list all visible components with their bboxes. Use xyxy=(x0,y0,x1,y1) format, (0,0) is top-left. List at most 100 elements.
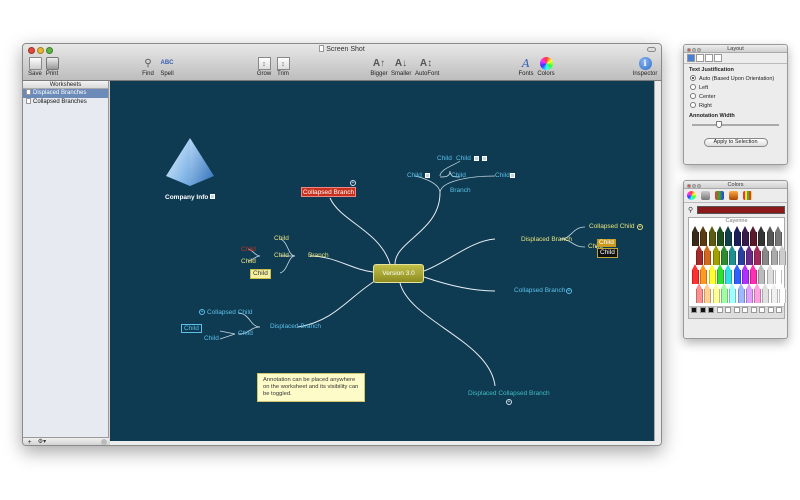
selected-color-swatch[interactable] xyxy=(697,206,785,214)
magnifier-icon[interactable]: ⚲ xyxy=(688,207,694,214)
crayon-swatch[interactable] xyxy=(696,283,703,303)
apply-to-selection-button[interactable]: Apply to Selection xyxy=(703,138,768,147)
crayon-swatch[interactable] xyxy=(700,226,708,246)
crayon-swatch[interactable] xyxy=(729,245,737,265)
close-button[interactable] xyxy=(687,48,691,52)
child-node-orange[interactable]: Child xyxy=(597,239,616,247)
child-node-black[interactable]: Child xyxy=(597,248,618,258)
custom-color-slot[interactable] xyxy=(776,307,782,313)
zoom-button[interactable] xyxy=(697,184,701,188)
crayon-swatch[interactable] xyxy=(762,283,770,303)
custom-color-slot[interactable] xyxy=(725,307,731,313)
fonts-button[interactable]: A Fonts xyxy=(518,57,534,80)
crayon-swatch[interactable] xyxy=(750,226,758,246)
expand-icon[interactable]: + xyxy=(566,288,572,294)
trim-button[interactable]: ↕ Trim xyxy=(275,57,291,80)
branch-node[interactable]: Branch xyxy=(308,252,329,259)
crayon-swatch[interactable] xyxy=(716,264,724,284)
image-palettes-tab-icon[interactable] xyxy=(728,191,738,200)
collapsed-branch-node-right[interactable]: Collapsed Branch xyxy=(514,287,566,294)
close-button[interactable] xyxy=(687,184,691,188)
print-button[interactable]: Print xyxy=(44,57,60,80)
displaced-branch-node[interactable]: Displaced Branch xyxy=(270,323,321,330)
radio-left[interactable]: Left xyxy=(684,83,787,92)
colors-button[interactable]: Colors xyxy=(537,57,555,80)
custom-color-slot[interactable] xyxy=(733,307,740,313)
autofont-button[interactable]: A↕ AutoFont xyxy=(415,57,439,80)
tab-page[interactable] xyxy=(714,54,722,62)
custom-color-slot[interactable] xyxy=(699,307,706,313)
custom-color-slot[interactable] xyxy=(750,307,757,313)
crayon-swatch[interactable] xyxy=(725,264,733,284)
radio-button[interactable] xyxy=(690,84,696,90)
add-worksheet-button[interactable]: + xyxy=(27,439,32,446)
child-node-highlighted[interactable]: Child xyxy=(250,269,271,279)
radio-auto[interactable]: Auto (Based Upon Orientation) xyxy=(684,74,787,83)
child-node[interactable]: Child xyxy=(274,252,289,259)
crayon-swatch[interactable] xyxy=(770,283,778,303)
expand-icon[interactable]: + xyxy=(199,309,205,315)
crayon-swatch[interactable] xyxy=(745,283,753,303)
child-node[interactable]: Child xyxy=(241,246,256,253)
inspector-button[interactable]: i Inspector xyxy=(632,57,658,80)
child-node[interactable]: Child xyxy=(451,172,466,179)
crayon-swatch[interactable] xyxy=(750,264,758,284)
crayon-swatch[interactable] xyxy=(775,226,782,246)
color-wheel-tab-icon[interactable] xyxy=(687,191,696,200)
crayon-swatch[interactable] xyxy=(779,283,786,303)
spell-button[interactable]: ABC Spell xyxy=(159,57,175,80)
tab-document[interactable] xyxy=(705,54,713,62)
crayon-swatch[interactable] xyxy=(766,226,774,246)
displaced-branch-node[interactable]: Displaced Branch xyxy=(521,236,572,243)
custom-color-slot[interactable] xyxy=(742,307,748,313)
zoom-button[interactable] xyxy=(46,47,53,54)
mindmap-canvas[interactable]: Company Info + Collapsed Branch Child Ch… xyxy=(110,81,656,442)
crayon-swatch[interactable] xyxy=(720,283,728,303)
minimize-button[interactable] xyxy=(37,47,44,54)
radio-button[interactable] xyxy=(690,93,696,99)
crayon-swatch[interactable] xyxy=(733,264,741,284)
radio-center[interactable]: Center xyxy=(684,92,787,101)
radio-button[interactable] xyxy=(690,102,696,108)
child-node[interactable]: Child xyxy=(241,258,256,265)
custom-color-slot[interactable] xyxy=(759,307,765,313)
crayon-swatch[interactable] xyxy=(692,264,699,284)
custom-color-slot[interactable] xyxy=(708,307,714,313)
crayon-swatch[interactable] xyxy=(766,264,774,284)
crayon-swatch[interactable] xyxy=(737,245,745,265)
expand-icon[interactable]: + xyxy=(637,224,643,230)
child-node[interactable]: Child xyxy=(437,155,452,162)
crayon-swatch[interactable] xyxy=(708,264,716,284)
child-node[interactable]: Child xyxy=(456,155,471,162)
crayon-swatch[interactable] xyxy=(737,283,745,303)
find-button[interactable]: ⚲ Find xyxy=(140,57,156,80)
custom-color-slot[interactable] xyxy=(767,307,774,313)
child-node[interactable]: Child xyxy=(238,330,253,337)
smaller-button[interactable]: A↓ Smaller xyxy=(391,57,411,80)
branch-node[interactable]: Branch xyxy=(450,187,471,194)
save-button[interactable]: Save xyxy=(27,57,43,80)
radio-right[interactable]: Right xyxy=(684,101,787,110)
central-topic[interactable]: Version 3.0 xyxy=(373,264,424,283)
resize-grip-icon[interactable] xyxy=(101,439,107,445)
crayon-swatch[interactable] xyxy=(708,226,716,246)
sidebar-item-collapsed-branches[interactable]: Collapsed Branches xyxy=(23,98,108,107)
crayon-swatch[interactable] xyxy=(729,283,737,303)
crayon-swatch[interactable] xyxy=(692,226,699,246)
collapsed-child-node[interactable]: Collapsed Child xyxy=(207,309,253,316)
annotation-note[interactable]: Annotation can be placed anywhere on the… xyxy=(257,373,365,402)
vertical-scrollbar[interactable] xyxy=(654,81,661,442)
palettes-tab-icon[interactable] xyxy=(714,191,724,200)
expand-icon[interactable]: + xyxy=(350,180,356,186)
crayon-swatch[interactable] xyxy=(741,264,749,284)
zoom-button[interactable] xyxy=(697,48,701,52)
child-node[interactable]: Child xyxy=(495,172,510,179)
crayon-swatch[interactable] xyxy=(779,245,786,265)
crayon-swatch[interactable] xyxy=(704,245,712,265)
crayons-tab-icon[interactable] xyxy=(742,191,752,200)
crayon-swatch[interactable] xyxy=(696,245,703,265)
crayon-swatch[interactable] xyxy=(758,264,766,284)
crayon-swatch[interactable] xyxy=(712,283,720,303)
expand-icon[interactable]: + xyxy=(506,399,512,405)
minimize-button[interactable] xyxy=(692,48,696,52)
